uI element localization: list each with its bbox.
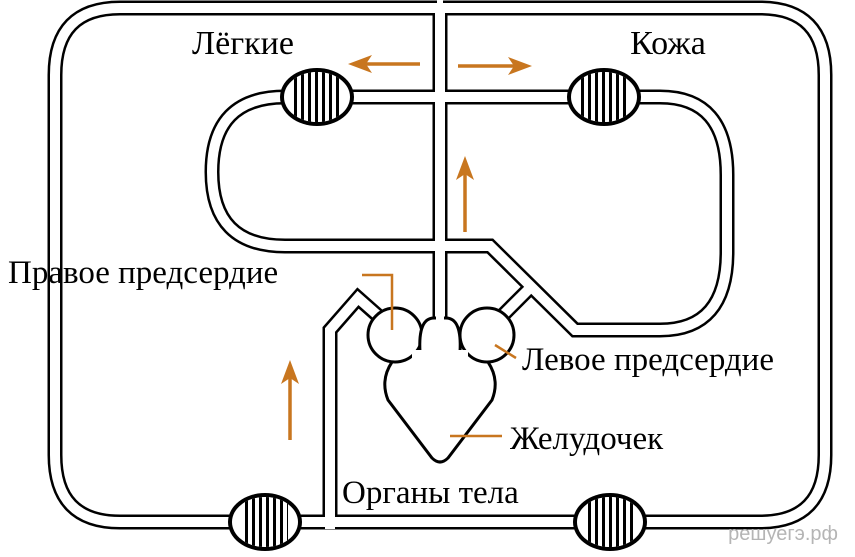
- conus-arteriosus: [418, 316, 462, 354]
- capillary-body-right: [573, 493, 647, 551]
- label-ventricle: Желудочек: [510, 421, 664, 457]
- left-atrium-shape: [458, 306, 516, 364]
- ventricle-shape: [383, 352, 497, 464]
- flow-arrows: [281, 55, 532, 440]
- label-skin: Кожа: [630, 25, 706, 62]
- label-right-atrium: Правое предсердие: [8, 255, 278, 291]
- heart: [366, 300, 516, 464]
- watermark: решуегэ.рф: [728, 523, 838, 545]
- capillary-body-left: [228, 493, 302, 551]
- leader-lines: [362, 273, 517, 438]
- label-left-atrium: Левое предсердие: [522, 342, 774, 378]
- capillary-lungs: [280, 68, 354, 126]
- vessels: [47, 0, 833, 530]
- pulmocutaneous-loop: [204, 89, 735, 338]
- capillary-skin: [567, 68, 641, 126]
- label-body-organs: Органы тела: [342, 475, 519, 511]
- label-lungs: Лёгкие: [192, 25, 294, 62]
